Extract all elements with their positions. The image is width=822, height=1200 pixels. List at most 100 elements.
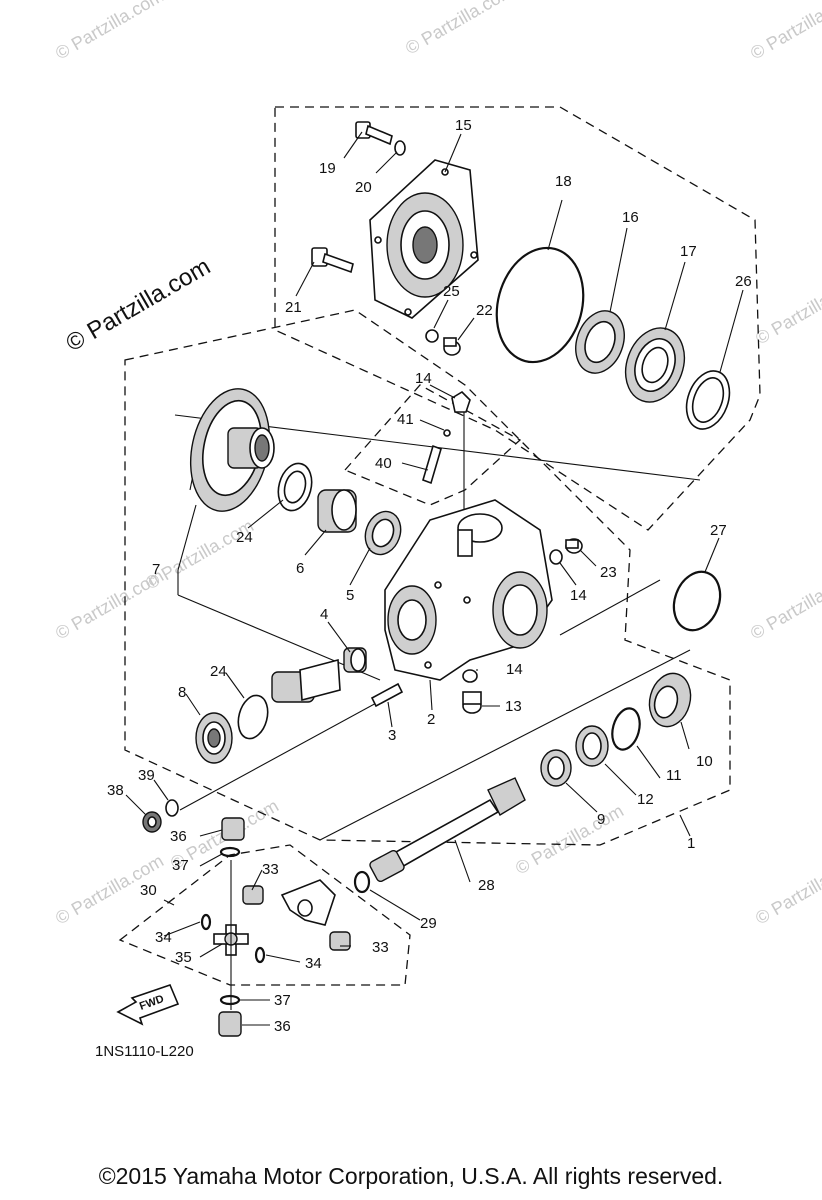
part-38-nut xyxy=(142,811,162,833)
callout-34: 34 xyxy=(155,929,172,946)
part-2-case xyxy=(384,499,553,681)
watermark-tile: © Partzilla.com xyxy=(752,270,822,348)
part-20-bolt xyxy=(355,121,393,146)
callout-9: 9 xyxy=(597,811,605,828)
callout-4: 4 xyxy=(320,606,328,623)
part-34-clip-lower xyxy=(254,946,266,964)
callout-21: 20 xyxy=(355,179,372,196)
part-31-circlip xyxy=(353,870,371,894)
part-36-cap-lower xyxy=(218,1011,242,1037)
part-34-clip xyxy=(200,913,212,931)
callout-25: 24 xyxy=(210,663,227,680)
callout-12: 12 xyxy=(637,791,654,808)
watermark-tile: © Partzilla.com xyxy=(752,850,822,928)
callout-5: 5 xyxy=(346,587,354,604)
part-37-clip xyxy=(219,846,241,858)
part-21-washer xyxy=(394,140,406,156)
part-12-seal xyxy=(575,725,609,767)
part-37-clip-lower xyxy=(219,994,241,1006)
callout-17: 16 xyxy=(622,209,639,226)
part-3-stud xyxy=(370,682,404,708)
callout-7: 7 xyxy=(152,561,160,578)
watermark-tile: © Partzilla.com xyxy=(402,0,517,58)
part-26-bearing xyxy=(277,462,313,512)
callout-22: 21 xyxy=(285,299,302,316)
leader-lines xyxy=(125,131,744,1026)
callout-24: 23 xyxy=(600,564,617,581)
part-28-washer xyxy=(425,329,439,343)
callout-14-lower: 14 xyxy=(506,661,523,678)
callout-38: 38 xyxy=(107,782,124,799)
callout-37-lower: 37 xyxy=(274,992,291,1009)
callout-2: 2 xyxy=(427,711,435,728)
pinion-gear xyxy=(271,658,341,703)
callout-3: 3 xyxy=(388,727,396,744)
part-10-nut xyxy=(648,672,692,728)
callout-labels: 19 20 15 21 25 22 18 16 17 26 14 41 40 2… xyxy=(107,117,752,1035)
part-41-clip xyxy=(443,429,451,437)
part-33-bearing-cap xyxy=(242,885,264,905)
part-18-bearing xyxy=(624,327,686,403)
part-39-washer xyxy=(165,799,179,817)
part-11-o-ring xyxy=(611,707,641,751)
callout-29: 27 xyxy=(710,522,727,539)
callout-30: 28 xyxy=(478,877,495,894)
callout-32: 30 xyxy=(140,882,157,899)
callout-14: 14 xyxy=(570,587,587,604)
callout-19: 18 xyxy=(555,173,572,190)
copyright-notice: ©2015 Yamaha Motor Corporation, U.S.A. A… xyxy=(98,1163,724,1189)
callout-28: 25 xyxy=(443,283,460,300)
part-23-plug xyxy=(443,337,461,356)
callout-1: 1 xyxy=(687,835,695,852)
callout-20: 19 xyxy=(319,160,336,177)
part-15-breather xyxy=(451,390,471,413)
boundary-upper-cover xyxy=(274,106,761,531)
callout-39: 39 xyxy=(138,767,155,784)
part-4-bearing xyxy=(343,647,367,673)
callout-35: 35 xyxy=(175,949,192,966)
partzilla-watermark: © Partzilla.com xyxy=(62,253,216,357)
diagram-code: 1NS1110-L220 xyxy=(95,1043,194,1060)
axis-bolt-line xyxy=(179,689,401,811)
callout-37: 37 xyxy=(172,857,189,874)
boundary-breather xyxy=(343,384,522,506)
part-8-bearing xyxy=(195,712,233,764)
part-6-bearing xyxy=(317,489,357,533)
fwd-arrow: FWD xyxy=(116,984,180,1026)
part-40-pin xyxy=(422,444,442,485)
callout-11: 11 xyxy=(666,767,682,784)
part-14-washer xyxy=(549,549,563,565)
part-27-shim xyxy=(685,370,731,430)
callout-8: 8 xyxy=(178,684,186,701)
part-36-cap xyxy=(221,817,245,841)
axis-ring-line xyxy=(559,579,661,636)
part-22-bolt xyxy=(311,247,354,274)
yoke xyxy=(280,879,336,926)
axis-lower-line xyxy=(319,649,691,841)
part-7-ring-gear xyxy=(189,388,275,512)
part-30-shaft xyxy=(369,777,526,883)
callout-33: 33 xyxy=(262,861,279,878)
callout-26: 24 xyxy=(236,529,253,546)
part-9-bearing xyxy=(540,749,572,787)
callout-6: 6 xyxy=(296,560,304,577)
callout-15: 14 xyxy=(415,370,432,387)
part-29-o-ring xyxy=(672,570,722,632)
watermark-tile: © Partzilla.com xyxy=(52,0,167,63)
part-19-o-ring xyxy=(495,246,585,364)
callout-34-lower: 34 xyxy=(305,955,322,972)
callout-16: 15 xyxy=(455,117,472,134)
watermark-tile: © Partzilla.com xyxy=(512,800,627,878)
watermark-tile: © Partzilla.com xyxy=(747,565,822,643)
callout-36: 36 xyxy=(170,828,187,845)
part-5-seal xyxy=(364,510,402,556)
watermark-tile: © Partzilla.com xyxy=(747,0,822,63)
callout-27: 26 xyxy=(735,273,752,290)
part-25-shim xyxy=(237,694,269,740)
callout-31: 29 xyxy=(420,915,437,932)
part-16-cover xyxy=(369,159,479,319)
callout-41: 41 xyxy=(397,411,414,428)
callout-33-lower: 33 xyxy=(372,939,389,956)
callout-23: 22 xyxy=(476,302,493,319)
